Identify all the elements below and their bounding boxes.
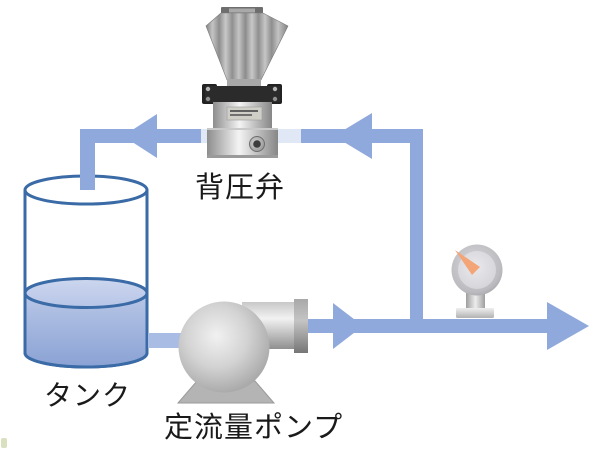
constant-flow-pump bbox=[176, 299, 308, 404]
valve-port-hole bbox=[253, 140, 261, 148]
tank-water bbox=[25, 293, 147, 367]
back-pressure-valve-label: 背圧弁 bbox=[195, 172, 286, 204]
valve-plate-text-line bbox=[230, 114, 252, 116]
valve-clamp-band bbox=[205, 86, 280, 102]
valve-label-plate bbox=[226, 106, 263, 121]
valve-body-step bbox=[207, 128, 278, 131]
flow-arrow-right-mid bbox=[333, 303, 363, 349]
pipe-network bbox=[80, 113, 589, 350]
valve-body-bottom-edge bbox=[207, 155, 278, 158]
valve-neck bbox=[227, 79, 261, 87]
pump-label: 定流量ポンプ bbox=[164, 412, 344, 444]
flow-arrow-right-end bbox=[547, 302, 589, 350]
valve-bolt-icon bbox=[205, 86, 211, 92]
tank bbox=[23, 174, 149, 369]
pressure-gauge bbox=[451, 244, 503, 318]
valve-plate-text-line bbox=[230, 110, 258, 112]
tank-outline bbox=[23, 190, 149, 369]
pipe-elbow-into-tank bbox=[80, 129, 95, 190]
valve-bolt-icon bbox=[272, 96, 278, 102]
valve-bolt-icon bbox=[272, 86, 278, 92]
pump-housing bbox=[178, 301, 270, 393]
gauge-stem bbox=[466, 292, 485, 310]
corner-artifact bbox=[1, 438, 7, 448]
valve-bolt-icon bbox=[205, 96, 211, 102]
back-pressure-valve bbox=[201, 4, 301, 165]
flow-arrow-left-inner bbox=[334, 113, 372, 159]
flow-arrow-left-outer bbox=[123, 114, 157, 158]
water-surface bbox=[23, 277, 149, 309]
pipe-bottom-horizontal bbox=[308, 319, 552, 333]
valve-cap-inner bbox=[229, 8, 255, 13]
pump-outlet-flange bbox=[294, 299, 308, 353]
pipe-right-vertical bbox=[410, 129, 423, 333]
gauge-base bbox=[456, 308, 494, 318]
gauge-needle bbox=[455, 250, 480, 275]
tank-label: タンク bbox=[44, 380, 132, 411]
valve-body-lower bbox=[207, 130, 278, 158]
